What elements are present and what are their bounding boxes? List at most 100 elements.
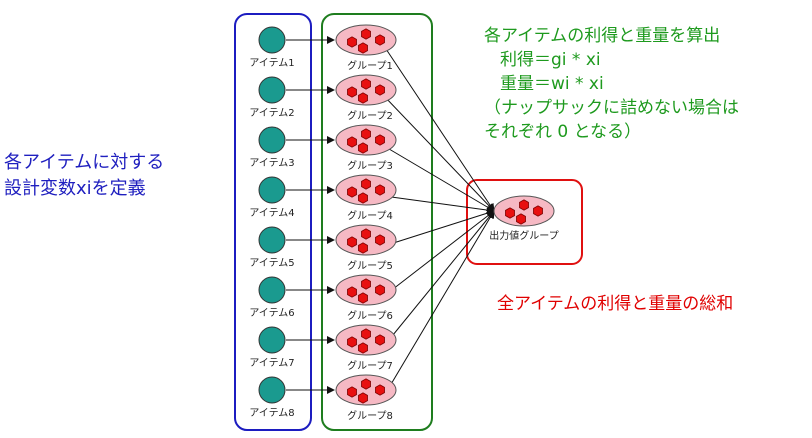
item-label: アイテム2 xyxy=(249,107,294,119)
items-box xyxy=(234,13,312,431)
hexagon-marker xyxy=(347,136,357,148)
item-node: アイテム7 xyxy=(249,326,295,369)
output-group-node: 出力値グループ xyxy=(489,195,559,242)
item-node: アイテム3 xyxy=(249,126,295,169)
hexagon-marker xyxy=(347,286,357,298)
item-circle xyxy=(258,326,286,354)
group-ellipse xyxy=(335,174,397,206)
hexagon-marker xyxy=(519,199,529,211)
calculation-note-remark-2: それぞれ 0 となる） xyxy=(484,122,642,142)
design-variable-note: 各アイテムに対する 設計変数xiを定義 xyxy=(4,150,164,202)
group-label: グループ3 xyxy=(347,159,393,172)
hexagon-marker xyxy=(358,392,368,404)
hexagon-marker xyxy=(533,205,543,217)
item-circle xyxy=(258,176,286,204)
hexagon-marker xyxy=(375,184,385,196)
group-to-output-arrow xyxy=(383,209,495,247)
hexagon-marker xyxy=(375,284,385,296)
output-box xyxy=(466,179,583,265)
group-to-output-arrow xyxy=(383,45,495,212)
hexagon-marker xyxy=(361,328,371,340)
hexagon-marker xyxy=(347,186,357,198)
weight-formula: 重量＝wi * xi xyxy=(500,74,604,94)
gain-formula: 利得＝gi * xi xyxy=(500,50,601,70)
hexagon-marker xyxy=(361,78,371,90)
group-node: グループ2 xyxy=(335,74,397,122)
hexagon-marker xyxy=(358,142,368,154)
hexagon-marker xyxy=(361,278,371,290)
hexagon-marker xyxy=(358,292,368,304)
item-label: アイテム3 xyxy=(249,157,294,169)
item-circle xyxy=(258,126,286,154)
hexagon-marker xyxy=(375,134,385,146)
item-label: アイテム7 xyxy=(249,357,294,369)
hexagon-marker xyxy=(375,234,385,246)
calculation-note: 各アイテムの利得と重量を算出 利得＝gi * xi 重量＝wi * xi （ナッ… xyxy=(484,24,739,144)
item-node: アイテム8 xyxy=(249,376,295,419)
item-label: アイテム8 xyxy=(249,407,294,419)
design-variable-note-line-2: 設計変数xiを定義 xyxy=(4,178,146,199)
hexagon-marker xyxy=(358,192,368,204)
hexagon-marker xyxy=(358,92,368,104)
group-to-output-arrow xyxy=(383,145,495,212)
group-node: グループ8 xyxy=(335,374,397,422)
output-group-label: 出力値グループ xyxy=(489,229,558,242)
group-label: グループ8 xyxy=(347,409,393,422)
group-label: グループ6 xyxy=(347,309,393,322)
hexagon-marker xyxy=(375,334,385,346)
group-ellipse xyxy=(335,24,397,56)
group-to-output-arrow xyxy=(383,210,495,297)
item-label: アイテム1 xyxy=(249,57,294,69)
sum-note: 全アイテムの利得と重量の総和 xyxy=(497,294,734,314)
item-circle xyxy=(258,76,286,104)
group-node: グループ5 xyxy=(335,224,397,272)
item-node: アイテム5 xyxy=(249,226,295,269)
hexagon-marker xyxy=(347,86,357,98)
group-ellipse xyxy=(335,224,397,256)
group-label: グループ4 xyxy=(347,209,393,222)
calculation-note-remark-1: （ナップサックに詰めない場合は xyxy=(484,98,739,118)
hexagon-marker xyxy=(347,336,357,348)
item-circle xyxy=(258,226,286,254)
group-to-output-arrow xyxy=(383,210,495,347)
group-ellipse xyxy=(335,74,397,106)
group-ellipse xyxy=(335,274,397,306)
hexagon-marker xyxy=(358,342,368,354)
item-node: アイテム2 xyxy=(249,76,295,119)
group-label: グループ2 xyxy=(347,109,393,122)
group-to-output-arrow xyxy=(383,95,495,212)
item-circle xyxy=(258,26,286,54)
hexagon-marker xyxy=(361,28,371,40)
hexagon-marker xyxy=(375,34,385,46)
group-to-output-arrow xyxy=(383,210,495,397)
group-node: グループ3 xyxy=(335,124,397,172)
hexagon-marker xyxy=(358,42,368,54)
hexagon-marker xyxy=(347,236,357,248)
group-node: グループ4 xyxy=(335,174,397,222)
hexagon-marker xyxy=(361,178,371,190)
item-node: アイテム6 xyxy=(249,276,295,319)
calculation-note-title: 各アイテムの利得と重量を算出 xyxy=(484,26,721,46)
item-node: アイテム1 xyxy=(249,26,295,69)
hexagon-marker xyxy=(375,384,385,396)
hexagon-marker xyxy=(505,207,515,219)
hexagon-marker xyxy=(347,36,357,48)
group-node: グループ6 xyxy=(335,274,397,322)
item-label: アイテム6 xyxy=(249,307,294,319)
hexagon-marker xyxy=(358,242,368,254)
group-ellipse xyxy=(335,124,397,156)
item-node: アイテム4 xyxy=(249,176,295,219)
hexagon-marker xyxy=(347,386,357,398)
group-ellipse xyxy=(493,195,555,227)
group-to-output-arrow xyxy=(383,195,495,215)
hexagon-marker xyxy=(516,213,526,225)
group-ellipse xyxy=(335,324,397,356)
group-label: グループ7 xyxy=(347,359,393,372)
hexagon-marker xyxy=(375,84,385,96)
group-label: グループ5 xyxy=(347,259,393,272)
group-node: グループ7 xyxy=(335,324,397,372)
group-node: グループ1 xyxy=(335,24,397,72)
item-label: アイテム5 xyxy=(249,257,294,269)
